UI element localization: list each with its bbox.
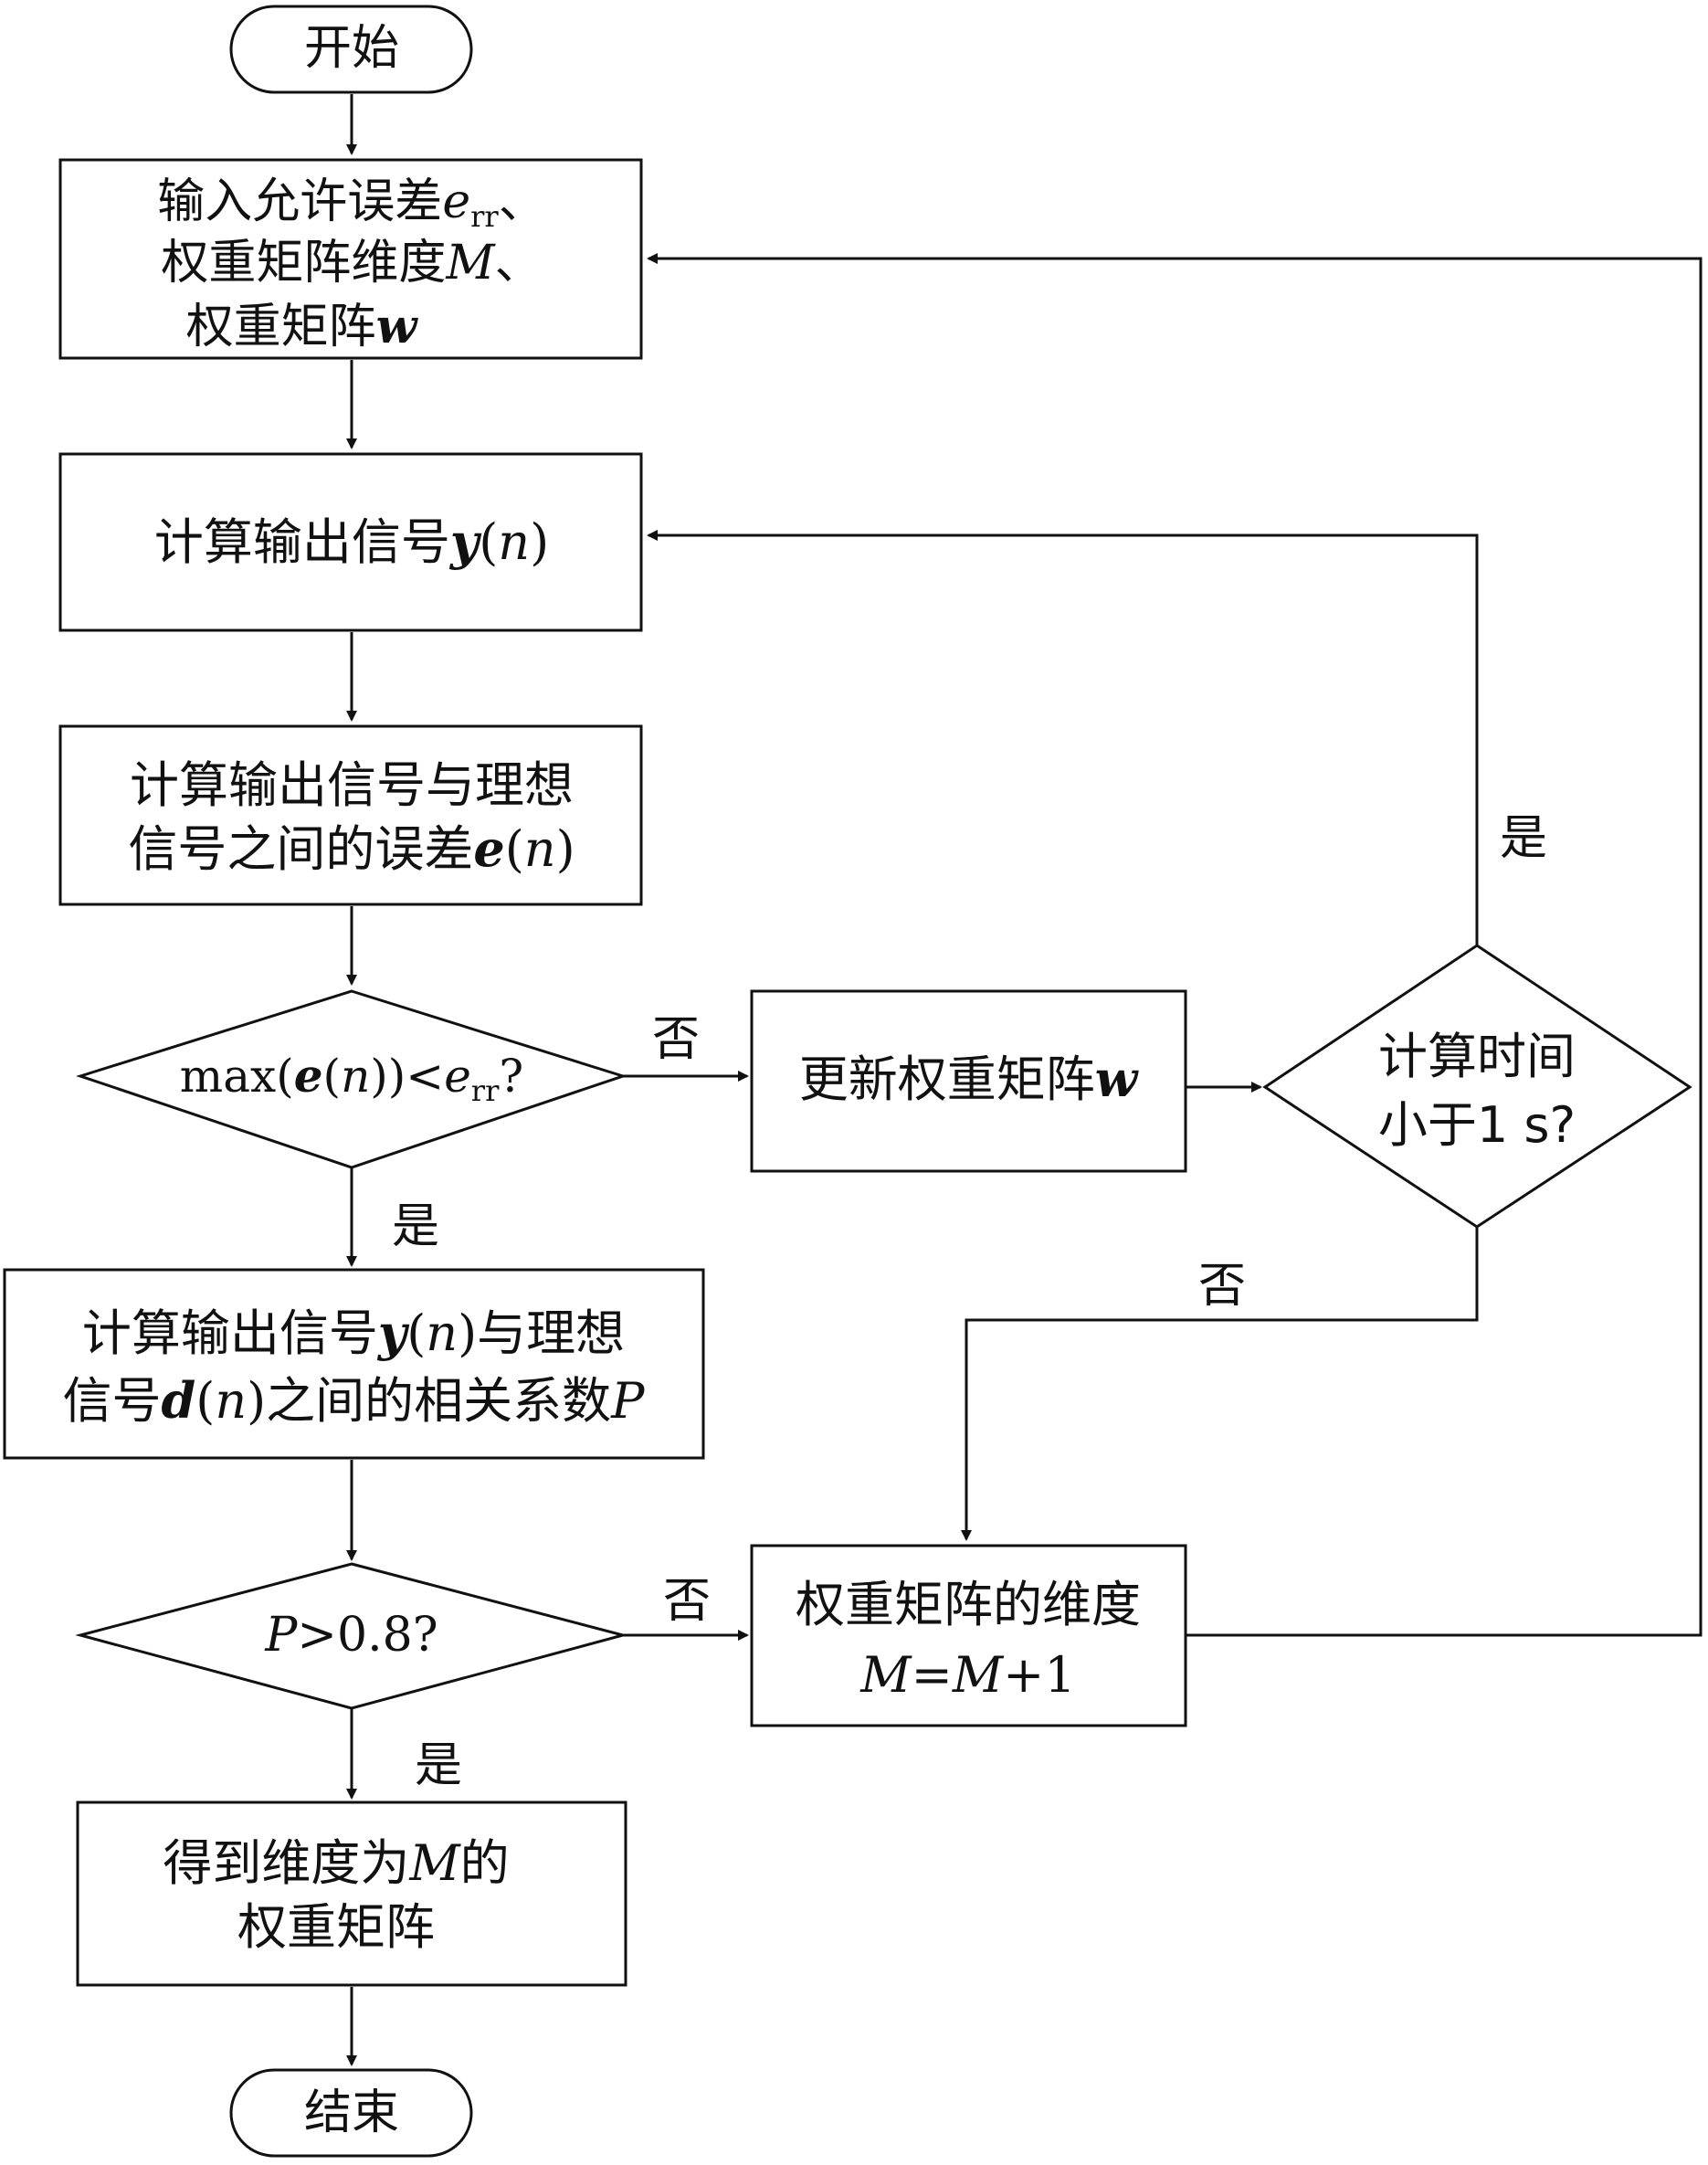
correlation-decision-label: P>0.8? — [264, 1608, 438, 1663]
correlation-decision-diamond: P>0.8? — [75, 1562, 628, 1710]
compute-correlation-box: 计算输出信号y(n)与理想 信号d(n)之间的相关系数P — [3, 1268, 705, 1460]
end-terminal: 结束 — [229, 2068, 473, 2158]
update-weights-box: 更新权重矩阵w — [750, 989, 1187, 1173]
time-decision-line-1: 计算时间 — [1378, 1028, 1576, 1085]
edge-label-error-no: 否 — [652, 1012, 700, 1067]
input-line-1: 输入允许误差err、 — [157, 174, 545, 234]
input-line-3: 权重矩阵w — [186, 299, 419, 354]
result-line-2: 权重矩阵 — [237, 1898, 435, 1956]
update-weights-label: 更新权重矩阵w — [799, 1050, 1140, 1108]
compute-error-box: 计算输出信号与理想 信号之间的误差e(n) — [58, 724, 643, 906]
error-decision-label: max(e(n))<err? — [180, 1049, 523, 1108]
edge-label-error-yes: 是 — [392, 1199, 439, 1254]
input-line-2: 权重矩阵维度M、 — [161, 236, 542, 290]
compute-error-line-2: 信号之间的误差e(n) — [128, 819, 575, 878]
increment-dimension-line-2: M=M+1 — [859, 1646, 1075, 1704]
edge-label-correlation-no: 否 — [663, 1574, 711, 1629]
increment-dimension-box: 权重矩阵的维度 M=M+1 — [750, 1544, 1187, 1727]
edge-label-correlation-yes: 是 — [415, 1738, 462, 1793]
start-terminal: 开始 — [229, 5, 473, 94]
result-line-1: 得到维度为M的 — [163, 1834, 509, 1892]
edge-decision-time-no — [961, 1227, 1479, 1541]
end-label: 结束 — [304, 2086, 399, 2140]
result-box: 得到维度为M的 权重矩阵 — [76, 1801, 627, 1987]
edge-decision-time-yes — [647, 530, 1479, 945]
time-decision-diamond: 计算时间 小于1 s? — [1262, 944, 1692, 1229]
compute-correlation-line-2: 信号d(n)之间的相关系数P — [62, 1371, 646, 1430]
error-decision-diamond: max(e(n))<err? — [76, 989, 627, 1169]
connectors — [346, 94, 1703, 2066]
start-label: 开始 — [304, 21, 399, 76]
time-decision-line-2: 小于1 s? — [1378, 1096, 1576, 1154]
increment-dimension-line-1: 权重矩阵的维度 — [796, 1576, 1141, 1633]
edge-label-time-yes: 是 — [1500, 811, 1547, 866]
compute-error-line-1: 计算输出信号与理想 — [130, 756, 574, 814]
compute-output-label: 计算输出信号y(n) — [154, 512, 549, 571]
compute-output-box: 计算输出信号y(n) — [58, 452, 643, 632]
compute-correlation-line-1: 计算输出信号y(n)与理想 — [82, 1304, 625, 1362]
edge-increment-loop — [647, 253, 1703, 1637]
input-parameters-box: 输入允许误差err、 权重矩阵维度M、 权重矩阵w — [58, 158, 643, 360]
edge-label-time-no: 否 — [1198, 1259, 1246, 1314]
